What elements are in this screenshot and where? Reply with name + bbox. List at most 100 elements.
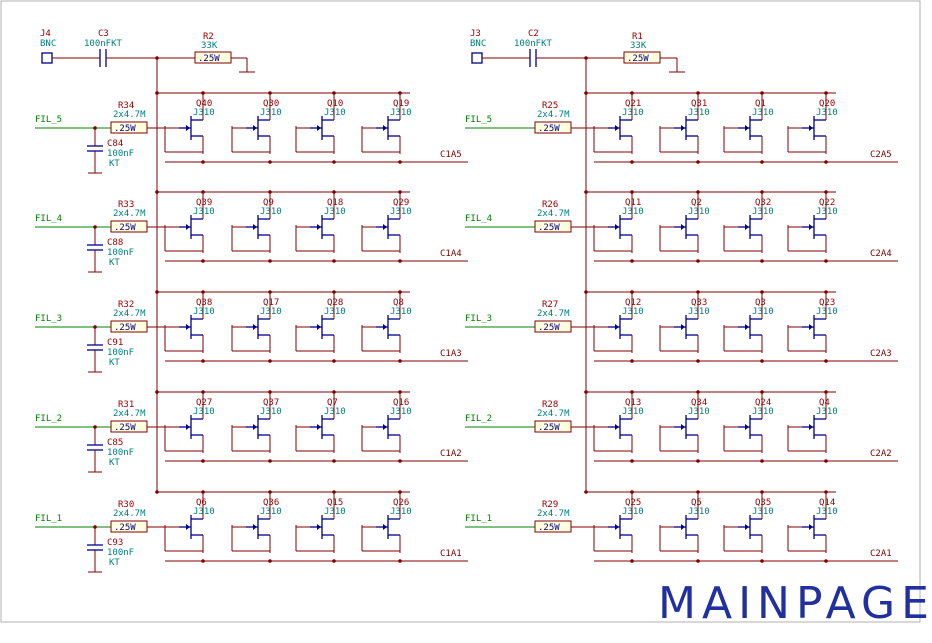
jfet-transistor-arrow — [253, 224, 257, 230]
jfet-transistor-arrow — [745, 324, 749, 330]
resistor-ref: R2 — [203, 32, 214, 42]
capacitor-value: 100nFKT — [514, 39, 553, 49]
jfet-ref: Q26 — [393, 498, 409, 508]
junction-dot — [824, 259, 828, 263]
series-resistor-ref: R31 — [118, 400, 134, 410]
jfet-value: J310 — [622, 407, 644, 417]
resistor-body-label: .25W — [538, 323, 560, 333]
jfet-transistor-arrow — [809, 125, 813, 131]
jfet-ref: Q8 — [393, 298, 404, 308]
jfet-ref: Q34 — [691, 398, 707, 408]
jfet-transistor-arrow — [681, 524, 685, 530]
resistor-body-label: .25W — [538, 223, 560, 233]
output-net-label: C2A3 — [870, 349, 892, 359]
jfet-transistor-arrow — [809, 524, 813, 530]
junction-dot — [696, 91, 700, 95]
junction-dot — [760, 490, 764, 494]
filter-capacitor-ref: C93 — [107, 538, 123, 548]
junction-dot — [760, 390, 764, 394]
jfet-value: J310 — [260, 507, 282, 517]
jfet-value: J310 — [193, 407, 215, 417]
series-resistor-value: 2x4.7M — [113, 110, 146, 120]
junction-dot — [696, 490, 700, 494]
jfet-ref: Q4 — [819, 398, 830, 408]
series-resistor-value: 2x4.7M — [113, 409, 146, 419]
junction-dot — [268, 190, 272, 194]
junction-dot — [760, 559, 764, 563]
bnc-connector — [471, 52, 483, 64]
junction-dot — [630, 390, 634, 394]
jfet-value: J310 — [688, 207, 710, 217]
output-net-label: C2A4 — [870, 249, 892, 259]
jfet-transistor-arrow — [383, 324, 387, 330]
junction-dot — [268, 359, 272, 363]
jfet-ref: Q13 — [625, 398, 641, 408]
output-net-label: C2A5 — [870, 150, 892, 160]
jfet-value: J310 — [324, 108, 346, 118]
filter-input-label: FIL_5 — [465, 115, 492, 125]
junction-dot — [201, 490, 205, 494]
junction-dot — [760, 190, 764, 194]
jfet-transistor-arrow — [745, 125, 749, 131]
jfet-ref: Q17 — [263, 298, 279, 308]
jfet-transistor-arrow — [745, 424, 749, 430]
jfet-value: J310 — [816, 207, 838, 217]
series-resistor-ref: R34 — [118, 101, 134, 111]
resistor-body-label: .25W — [627, 54, 649, 64]
jfet-transistor-arrow — [383, 424, 387, 430]
series-resistor-ref: R27 — [542, 300, 558, 310]
capacitor-ref: C2 — [528, 29, 539, 39]
junction-dot — [760, 259, 764, 263]
filter-input-label: FIL_4 — [35, 214, 62, 224]
jfet-value: J310 — [193, 307, 215, 317]
filter-input-label: FIL_2 — [35, 414, 62, 424]
series-resistor-value: 2x4.7M — [537, 309, 570, 319]
filter-input-label: FIL_3 — [465, 314, 492, 324]
jfet-transistor-arrow — [681, 424, 685, 430]
jfet-ref: Q32 — [755, 198, 771, 208]
jfet-ref: Q5 — [691, 498, 702, 508]
jfet-transistor-arrow — [317, 125, 321, 131]
jfet-value: J310 — [390, 207, 412, 217]
output-net-label: C1A5 — [440, 150, 462, 160]
jfet-value: J310 — [390, 307, 412, 317]
jfet-value: J310 — [816, 507, 838, 517]
output-net-label: C2A1 — [870, 549, 892, 559]
series-resistor-ref: R26 — [542, 200, 558, 210]
resistor-body-label: .25W — [538, 124, 560, 134]
jfet-value: J310 — [260, 307, 282, 317]
junction-dot — [696, 559, 700, 563]
jfet-transistor-arrow — [253, 424, 257, 430]
junction-dot — [201, 259, 205, 263]
filter-capacitor-ref: C91 — [107, 338, 123, 348]
filter-capacitor-type: KT — [109, 358, 120, 368]
junction-dot — [332, 359, 336, 363]
junction-dot — [268, 559, 272, 563]
jfet-transistor-arrow — [186, 424, 190, 430]
jfet-ref: Q9 — [263, 198, 274, 208]
resistor-body-label: .25W — [538, 523, 560, 533]
output-net-label: C1A1 — [440, 549, 462, 559]
jfet-ref: Q19 — [393, 99, 409, 109]
filter-capacitor-ref: C84 — [107, 139, 123, 149]
junction-dot — [332, 160, 336, 164]
junction-dot — [398, 91, 402, 95]
series-resistor-ref: R32 — [118, 300, 134, 310]
jfet-value: J310 — [193, 207, 215, 217]
junction-dot — [630, 259, 634, 263]
jfet-value: J310 — [622, 207, 644, 217]
bnc-connector — [41, 52, 53, 64]
junction-dot — [332, 559, 336, 563]
junction-dot — [824, 160, 828, 164]
junction-dot — [824, 559, 828, 563]
jfet-value: J310 — [688, 108, 710, 118]
jfet-transistor-arrow — [615, 224, 619, 230]
series-resistor-ref: R29 — [542, 500, 558, 510]
jfet-value: J310 — [390, 108, 412, 118]
jfet-value: J310 — [324, 507, 346, 517]
connector-value: BNC — [470, 39, 486, 49]
jfet-value: J310 — [193, 108, 215, 118]
junction-dot — [824, 390, 828, 394]
connector-value: BNC — [40, 39, 56, 49]
jfet-transistor-arrow — [317, 424, 321, 430]
